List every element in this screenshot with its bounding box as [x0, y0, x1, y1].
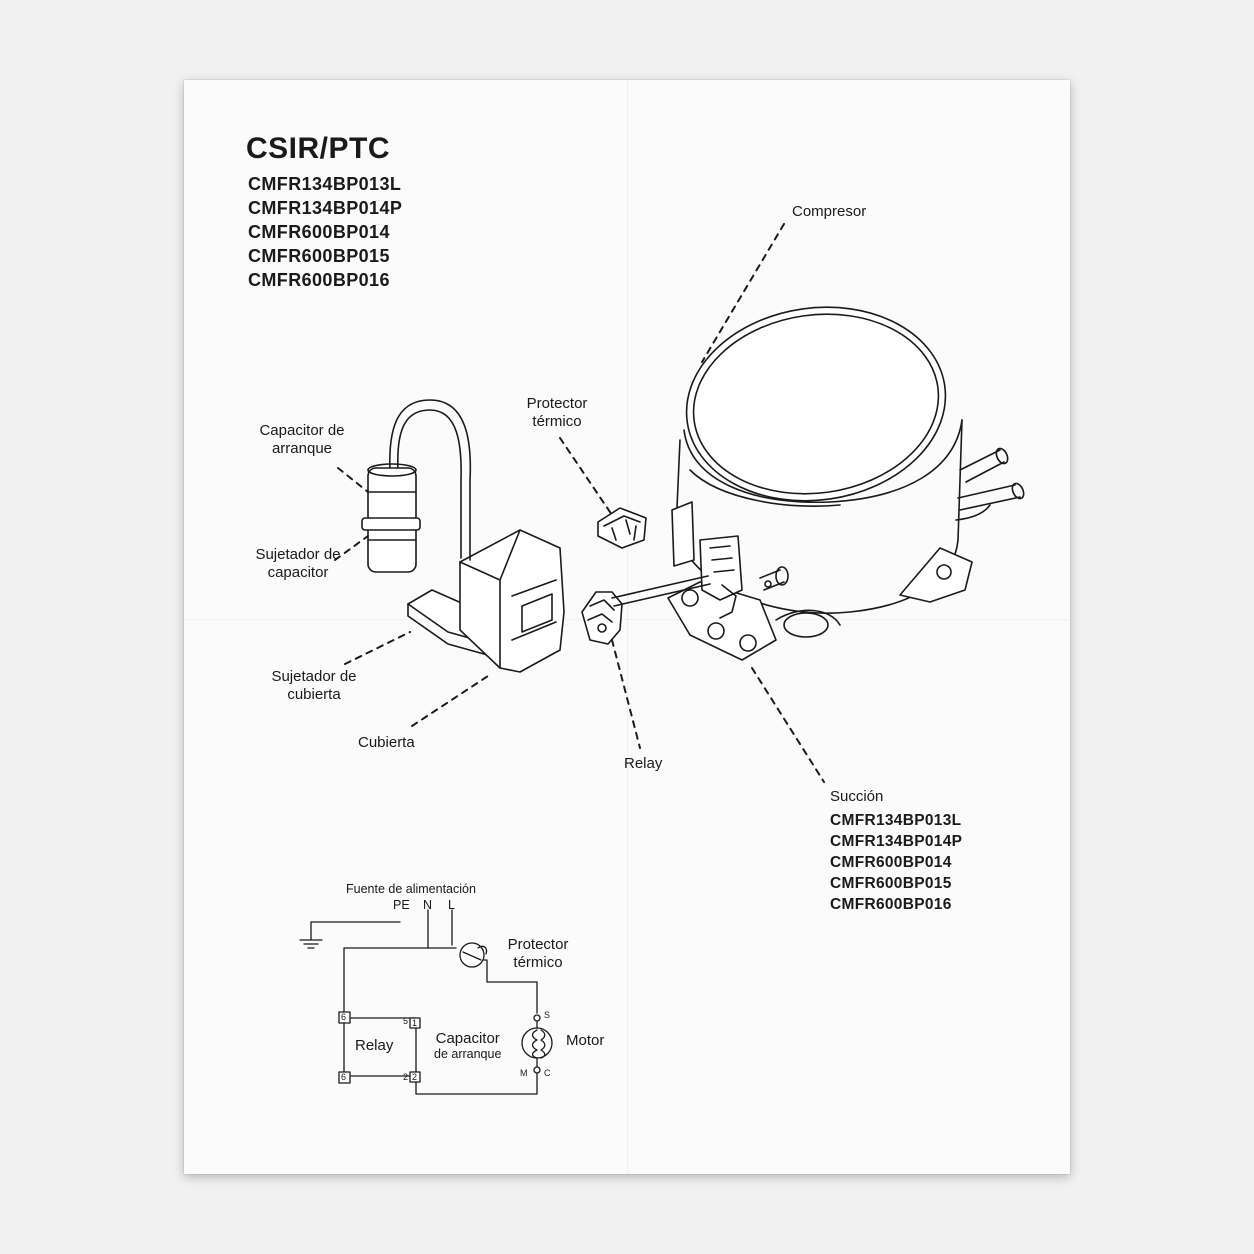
label-compresor: Compresor	[792, 203, 867, 220]
model-item: CMFR600BP014	[248, 222, 390, 242]
relay-terminal-6-bottom: 6	[341, 1072, 347, 1082]
label-sujetador-de-capacitor: Sujetador de capacitor	[242, 546, 354, 582]
succion-model-item: CMFR134BP013L	[830, 812, 962, 829]
schematic-n-label: N	[423, 898, 433, 912]
schematic-power-label: Fuente de alimentación	[346, 882, 476, 896]
succion-model-item: CMFR600BP014	[830, 854, 952, 871]
vertical-fold-line	[627, 80, 629, 1174]
relay-terminal-5: 5	[403, 1016, 409, 1026]
label-relay: Relay	[624, 755, 663, 772]
succion-model-list: CMFR134BP013L CMFR134BP014P CMFR600BP014…	[830, 810, 962, 915]
label-cubierta: Cubierta	[358, 734, 415, 751]
succion-model-item: CMFR134BP014P	[830, 833, 963, 850]
schematic-capacitor-label: Capacitor de arranque	[434, 1030, 501, 1061]
wiring-schematic	[299, 909, 553, 1095]
relay-terminal-2-left: 2	[403, 1072, 409, 1082]
motor-pin-c: C	[544, 1068, 551, 1078]
model-item: CMFR600BP016	[248, 270, 390, 290]
label-line: cubierta	[287, 686, 341, 703]
label-line: Sujetador de	[255, 546, 341, 563]
thermal-protector-illustration	[597, 507, 647, 549]
schematic-l-label: L	[448, 898, 455, 912]
label-line: capacitor	[267, 564, 329, 581]
model-list: CMFR134BP013L CMFR134BP014P CMFR600BP014…	[248, 172, 402, 292]
schematic-relay-label: Relay	[355, 1037, 394, 1054]
cover-illustration	[361, 399, 565, 673]
compressor-illustration	[667, 306, 1025, 661]
relay-terminal-6-top: 6	[341, 1012, 347, 1022]
model-item: CMFR600BP015	[248, 246, 390, 266]
label-line: térmico	[532, 413, 582, 430]
label-sujetador-de-cubierta: Sujetador de cubierta	[258, 668, 370, 704]
label-protector-termico: Protector térmico	[512, 395, 602, 431]
label-line: térmico	[513, 954, 563, 971]
label-line: Protector	[507, 936, 569, 953]
label-line: de arranque	[434, 1047, 502, 1061]
label-line: Protector	[526, 395, 588, 412]
schematic-pe-label: PE	[393, 898, 410, 912]
label-line: arranque	[271, 440, 333, 457]
relay-terminal-1: 1	[412, 1018, 418, 1028]
page-title: CSIR/PTC	[246, 132, 391, 165]
horizontal-fold-line	[184, 619, 1070, 621]
schematic-motor-label: Motor	[566, 1032, 605, 1049]
relay-terminal-2-right: 2	[412, 1072, 418, 1082]
label-capacitor-de-arranque: Capacitor de arranque	[246, 422, 358, 458]
label-line: Capacitor	[435, 1030, 500, 1047]
succion-model-item: CMFR600BP016	[830, 896, 952, 913]
motor-pin-m: M	[520, 1068, 528, 1078]
relay-illustration	[581, 575, 711, 645]
succion-title: Succión	[830, 788, 884, 805]
label-line: Sujetador de	[271, 668, 357, 685]
schematic-protector-label: Protector térmico	[498, 936, 578, 972]
leader-lines	[334, 223, 825, 783]
model-item: CMFR134BP013L	[248, 174, 402, 194]
model-item: CMFR134BP014P	[248, 198, 403, 218]
succion-model-item: CMFR600BP015	[830, 875, 952, 892]
motor-pin-s: S	[544, 1010, 551, 1020]
label-line: Capacitor de	[259, 422, 345, 439]
